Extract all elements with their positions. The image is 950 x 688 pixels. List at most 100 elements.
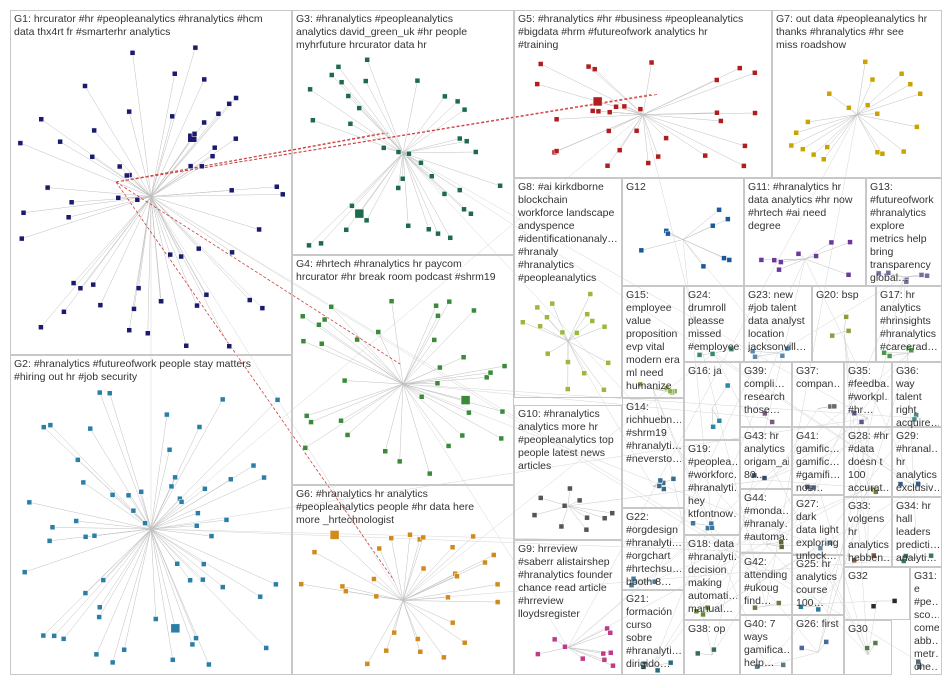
node-g3 xyxy=(306,242,312,249)
group-box-g18: G18: data #hranalyti… decision making au… xyxy=(684,535,740,620)
edge xyxy=(47,187,152,197)
node-g1 xyxy=(158,298,164,305)
group-label-g39: G39: compli… research those… xyxy=(744,365,785,416)
node-g1 xyxy=(134,197,141,203)
node-g9 xyxy=(610,662,616,669)
node-g11 xyxy=(771,257,778,263)
inter-group-edge xyxy=(817,276,905,653)
node-g1 xyxy=(195,245,202,252)
inter-group-edge xyxy=(682,239,779,354)
edge xyxy=(402,152,451,238)
edge xyxy=(391,538,404,601)
group-box-g26: G26: first xyxy=(792,615,844,675)
node-g4 xyxy=(303,413,310,419)
edge xyxy=(150,512,198,530)
edge xyxy=(119,166,152,197)
node-g2 xyxy=(109,492,116,498)
node-g1 xyxy=(65,214,72,221)
node-g11 xyxy=(758,257,765,263)
node-g17 xyxy=(908,347,915,354)
inter-group-edge xyxy=(567,479,767,507)
edge xyxy=(546,317,569,342)
node-g1 xyxy=(116,163,123,170)
node-g1 xyxy=(131,306,137,312)
group-label-g33: G33: volgens hr analytics hebben… xyxy=(848,500,889,564)
edge xyxy=(827,114,858,148)
node-g2 xyxy=(130,507,137,514)
node-g19 xyxy=(709,525,715,531)
node-g5 xyxy=(553,148,560,154)
node-g3 xyxy=(406,150,412,157)
edge xyxy=(856,114,878,153)
group-box-g7: G7: out data #peopleanalytics hr thanks … xyxy=(772,10,942,178)
node-g3 xyxy=(335,64,342,70)
edge xyxy=(150,196,187,346)
node-g39 xyxy=(769,419,775,425)
node-g42 xyxy=(752,604,758,611)
inter-group-edge xyxy=(711,485,819,612)
node-g5 xyxy=(589,108,596,114)
edge xyxy=(52,527,152,530)
edge xyxy=(754,352,779,358)
group-box-g9: G9: hrreview #saberr alistairshep #hrana… xyxy=(514,540,622,675)
node-g2 xyxy=(82,534,89,540)
node-g9 xyxy=(535,651,541,657)
group-box-g34: G34: hr hall leaders predicti… analyti… xyxy=(892,497,942,567)
node-g1 xyxy=(226,343,233,349)
group-label-g44: G44: #monda… #hranaly… #automa… xyxy=(744,492,789,543)
node-g21 xyxy=(667,659,674,666)
node-g2 xyxy=(153,616,159,622)
group-box-g41: G41: gamific… gamific… #gamifi… nos… xyxy=(792,427,844,495)
edge xyxy=(96,528,152,655)
node-g1 xyxy=(129,50,136,56)
node-g2 xyxy=(96,614,102,620)
edge xyxy=(21,196,152,239)
node-g4 xyxy=(459,432,466,439)
edge xyxy=(123,528,152,650)
node-g2 xyxy=(206,661,212,668)
node-g5 xyxy=(553,116,560,123)
edge xyxy=(150,165,191,197)
node-g14 xyxy=(656,483,663,489)
node-g2 xyxy=(172,474,178,481)
edge xyxy=(150,528,212,537)
node-g6 xyxy=(461,639,468,646)
node-g33 xyxy=(871,552,877,559)
inter-group-edge xyxy=(567,525,713,648)
node-g7 xyxy=(846,105,852,111)
node-g14 xyxy=(670,476,677,482)
node-g3 xyxy=(395,149,402,155)
edge xyxy=(402,568,424,601)
group-box-g2: G2: #hranalytics #futureofwork people st… xyxy=(10,355,292,675)
node-g3 xyxy=(441,191,448,197)
node-g1 xyxy=(233,95,239,101)
node-g12 xyxy=(700,263,707,270)
node-g1 xyxy=(44,184,51,191)
node-g4 xyxy=(501,363,508,369)
edge xyxy=(619,114,644,151)
edge xyxy=(23,196,152,214)
edge xyxy=(331,306,404,385)
node-g4 xyxy=(375,329,382,335)
edge xyxy=(402,539,420,601)
node-g4 xyxy=(483,374,490,381)
node-g22 xyxy=(651,578,658,585)
group-box-g16: G16: ja xyxy=(684,362,740,440)
inter-group-edge xyxy=(682,239,713,527)
node-g8 xyxy=(549,300,556,307)
edge xyxy=(24,528,152,573)
edge xyxy=(804,258,849,276)
node-g5 xyxy=(752,110,758,116)
edge xyxy=(150,399,278,530)
edge xyxy=(402,383,449,447)
node-g8 xyxy=(559,329,566,336)
node-g10 xyxy=(567,485,573,492)
edge xyxy=(94,528,152,536)
edge xyxy=(150,528,204,565)
group-label-g19: G19: #peoplea… #workforc… #hranalyti… he… xyxy=(688,443,737,520)
edge xyxy=(402,152,439,234)
node-g5 xyxy=(645,160,652,166)
node-g2 xyxy=(193,635,199,641)
node-g24 xyxy=(709,351,716,357)
node-g5 xyxy=(702,152,708,159)
